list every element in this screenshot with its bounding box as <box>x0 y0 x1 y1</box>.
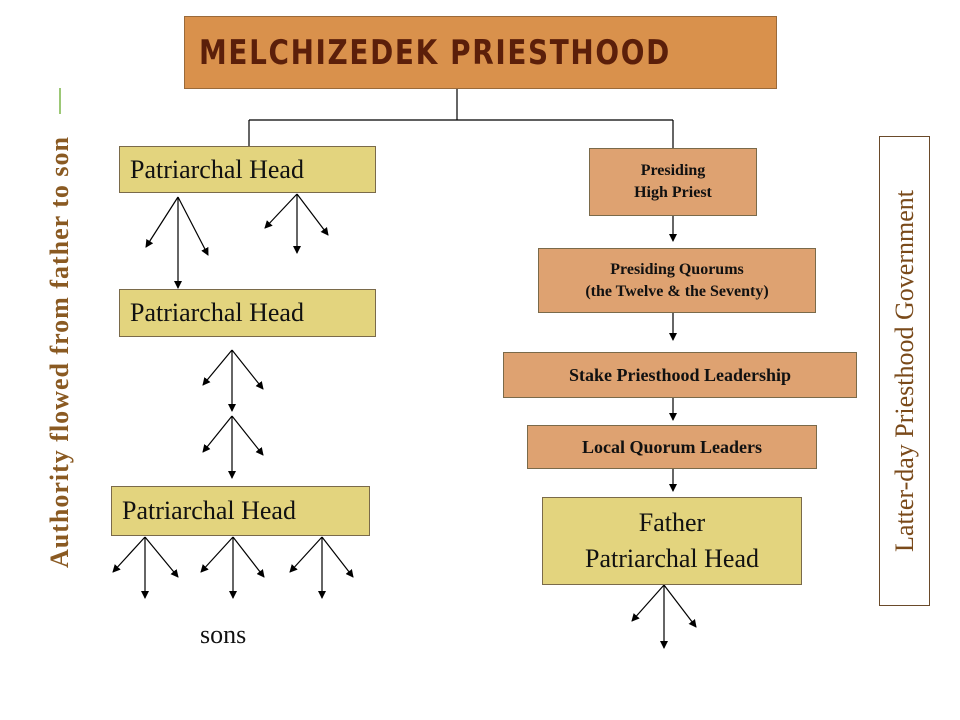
arrow <box>289 536 323 573</box>
arrow <box>321 536 354 578</box>
government-label-box <box>879 136 930 606</box>
sons-label: sons <box>200 620 247 649</box>
stake-leadership-label: Stake Priesthood Leadership <box>568 364 791 385</box>
father-line-1: Father <box>638 507 706 537</box>
presiding-quorums-line-1: Presiding Quorums <box>610 260 744 278</box>
arrow <box>231 349 264 390</box>
arrow <box>144 536 179 578</box>
patriarchal-head-2: Patriarchal Head <box>119 289 376 337</box>
local-leaders-label: Local Quorum Leaders <box>582 436 762 457</box>
presiding-high-priest-line-1: Presiding <box>640 162 706 180</box>
government-side-label: Latter-day Priesthood Government <box>890 190 919 552</box>
arrow <box>202 349 233 386</box>
page-title: MELCHIZEDEK PRIESTHOOD <box>199 32 671 73</box>
arrow <box>232 536 265 578</box>
arrow <box>177 196 209 256</box>
presiding-high-priest-line-2: High Priest <box>634 184 712 201</box>
patriarchal-head-1-label: Patriarchal Head <box>130 154 304 184</box>
presiding-quorums-line-2: (the Twelve & the Seventy) <box>585 282 769 300</box>
arrow <box>264 193 298 229</box>
arrow <box>663 584 697 628</box>
father-line-2: Patriarchal Head <box>585 544 759 573</box>
arrow <box>112 536 146 573</box>
arrow <box>202 415 233 453</box>
local-leaders-box: Local Quorum Leaders <box>527 425 817 469</box>
arrow <box>631 584 665 622</box>
patriarchal-head-3: Patriarchal Head <box>111 486 370 536</box>
arrow <box>231 415 264 456</box>
patriarchal-head-2-label: Patriarchal Head <box>130 298 304 327</box>
presiding-high-priest-box: Presiding High Priest <box>589 148 757 216</box>
arrow <box>145 196 179 248</box>
patriarchal-head-1: Patriarchal Head <box>119 146 376 193</box>
arrow <box>296 193 329 236</box>
arrow <box>200 536 234 573</box>
title-box: MELCHIZEDEK PRIESTHOOD <box>184 16 777 89</box>
presiding-quorums-box: Presiding Quorums (the Twelve & the Seve… <box>538 248 816 313</box>
authority-side-label: Authority flowed from father to son <box>45 136 74 568</box>
stake-leadership-box: Stake Priesthood Leadership <box>503 352 857 398</box>
father-box: Father Patriarchal Head <box>542 497 802 585</box>
patriarchal-head-3-label: Patriarchal Head <box>122 496 296 525</box>
